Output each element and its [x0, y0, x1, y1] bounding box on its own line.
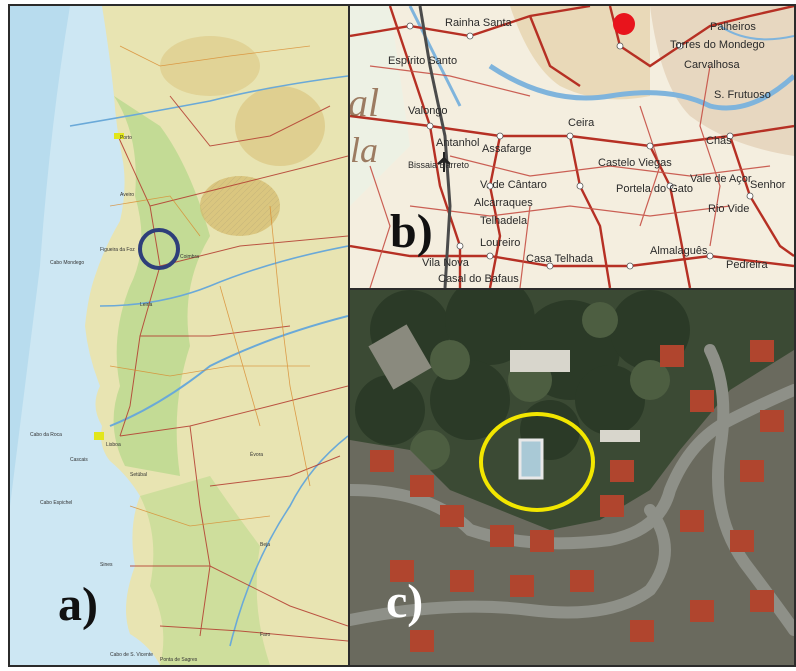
place-label: Pedreira [726, 259, 768, 271]
place-label: Chãs [706, 135, 732, 147]
place-label: Casal do Bafaus [438, 273, 519, 285]
place-label: Vila Nova [422, 257, 470, 269]
place-label: Carvalhosa [684, 59, 741, 71]
place-label: S. Frutuoso [714, 89, 771, 101]
aerial-photo-svg [350, 290, 794, 665]
place-label: Cascais [70, 457, 88, 463]
porto-marker [114, 133, 124, 139]
place-label: Telhadela [480, 215, 528, 227]
place-label: Cabo Espichel [40, 500, 72, 506]
swimming-pool [518, 438, 544, 480]
svg-text:la: la [350, 130, 378, 170]
place-label: Leiria [140, 302, 152, 308]
place-label: Alcarraques [474, 197, 533, 209]
portugal-map-svg: Porto Lisboa Cabo da Roca Cascais Cabo E… [10, 6, 348, 665]
place-label: Aveiro [120, 192, 134, 198]
svg-text:al: al [350, 80, 379, 125]
place-label: Coimbra [180, 254, 199, 260]
place-label: Torres do Mondego [670, 39, 765, 51]
place-label: Ponta de Sagres [160, 657, 198, 663]
panel-c-aerial-photo: c) [350, 290, 796, 667]
highway [418, 6, 452, 288]
place-label: Sines [100, 562, 113, 568]
place-label: Lisboa [106, 442, 121, 448]
panel-a-portugal-map: Porto Lisboa Cabo da Roca Cascais Cabo E… [8, 4, 350, 667]
place-label: Cabo Mondego [50, 260, 84, 266]
place-label: Almalaguês [650, 245, 708, 257]
tennis-court [368, 324, 432, 390]
place-label: Castelo Viegas [598, 157, 672, 169]
place-label: Espírito Santo [388, 55, 457, 67]
place-label: Vale de Açor [690, 173, 752, 185]
place-label: Ceira [568, 117, 595, 129]
place-label: V. de Cântaro [480, 179, 547, 191]
place-label: Évora [250, 451, 263, 458]
place-label: Portela do Gato [616, 183, 693, 195]
panel-a-label: a) [58, 578, 98, 631]
place-label: Porto [120, 135, 132, 141]
place-label: Rio Vide [708, 203, 749, 215]
road-map-svg: Rainha Santa Espírito Santo Valongo Anta… [350, 6, 794, 288]
place-label: Faro [260, 632, 271, 638]
red-location-marker [613, 13, 635, 35]
place-label: Cabo de S. Vicente [110, 652, 153, 658]
place-label: Valongo [408, 105, 448, 117]
panel-b-road-map: Rainha Santa Espírito Santo Valongo Anta… [350, 4, 796, 290]
place-label: Figueira da Foz [100, 247, 135, 253]
place-label: Casa Telhada [526, 253, 594, 265]
place-label: Bissaia Barreto [408, 160, 469, 170]
place-label: Senhor [750, 179, 786, 191]
panel-b-label: b) [390, 205, 433, 258]
place-label: Setúbal [130, 472, 147, 478]
place-label: Antanhol [436, 137, 479, 149]
place-label: Rainha Santa [445, 17, 513, 29]
lisboa-marker [94, 432, 104, 440]
panel-c-label: c) [386, 575, 424, 628]
place-label: Palheiros [710, 21, 756, 33]
place-label: Cabo da Roca [30, 432, 62, 438]
place-label: Loureiro [480, 237, 520, 249]
place-label: Assafarge [482, 143, 532, 155]
study-area-blue-circle [138, 228, 180, 270]
study-site-yellow-circle [479, 412, 595, 512]
place-label: Beja [260, 542, 270, 548]
airport-icon [437, 152, 451, 172]
